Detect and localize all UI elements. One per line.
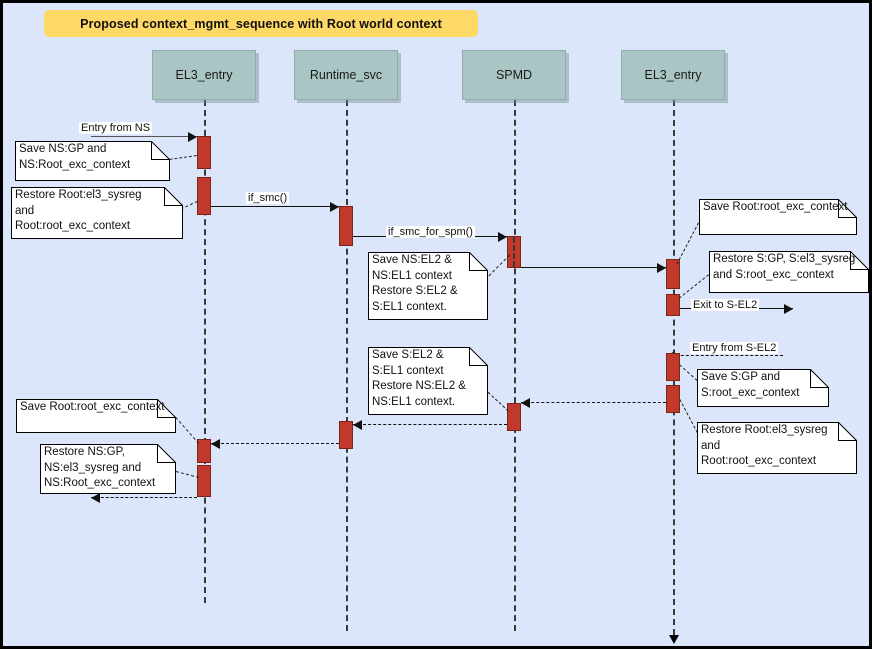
note-shape (699, 199, 857, 235)
note-text: Save S:GP and S:root_exc_context (701, 371, 800, 399)
note-n1: Save NS:GP and NS:Root_exc_context (15, 141, 170, 181)
participant-p2[interactable]: Runtime_svc (294, 50, 398, 100)
note-connector-n5 (678, 274, 709, 299)
message-line-m2 (211, 206, 339, 207)
activation-bar-a3 (339, 206, 353, 246)
note-connector-n10 (175, 471, 199, 478)
lifeline-p1 (204, 100, 206, 603)
note-text: Save NS:EL2 & NS:EL1 context Restore S:E… (372, 254, 458, 313)
activation-bar-a11 (197, 439, 211, 463)
note-shape (11, 187, 183, 239)
note-text: Restore NS:GP, NS:el3_sysreg and NS:Root… (44, 446, 156, 489)
message-arrowhead-icon (657, 263, 666, 273)
activation-bar-a2 (197, 177, 211, 215)
note-text: Restore Root:el3_sysreg and Root:root_ex… (15, 189, 142, 232)
diagram-title-banner: Proposed context_mgmt_sequence with Root… (44, 10, 478, 37)
activation-bar-a9 (507, 403, 521, 431)
note-n4: Save Root:root_exc_context (699, 199, 857, 235)
note-n8: Save S:EL2 & S:EL1 context Restore NS:EL… (368, 347, 488, 415)
note-shape (697, 422, 857, 474)
note-shape (368, 347, 488, 415)
message-line-m10 (91, 497, 197, 498)
activation-bar-a7 (666, 353, 680, 381)
participant-label: SPMD (495, 68, 533, 82)
participant-label: EL3_entry (175, 68, 233, 82)
message-arrowhead-icon (91, 493, 100, 503)
message-label-m3: if_smc_for_spm() (386, 226, 475, 238)
message-arrowhead-icon (211, 439, 220, 449)
participant-p4[interactable]: EL3_entry (621, 50, 725, 100)
message-line-m1 (91, 136, 197, 137)
note-shape (15, 141, 170, 181)
participant-p3[interactable]: SPMD (462, 50, 566, 100)
note-connector-n6 (679, 364, 698, 381)
note-text: Save Root:root_exc_context (20, 401, 165, 413)
activation-bar-a12 (197, 465, 211, 497)
message-label-m2: if_smc() (246, 192, 290, 204)
message-line-m8 (353, 424, 507, 425)
note-n3: Save NS:EL2 & NS:EL1 context Restore S:E… (368, 252, 488, 320)
message-arrowhead-icon (784, 304, 793, 314)
note-shape (40, 444, 176, 494)
participant-label: Runtime_svc (309, 68, 383, 82)
message-arrowhead-icon (188, 132, 197, 142)
message-line-m7 (521, 402, 666, 403)
activation-bar-a1 (197, 136, 211, 169)
note-connector-n9 (175, 417, 199, 444)
note-text: Restore S:GP, S:el3_sysreg and S:root_ex… (713, 253, 856, 281)
note-text: Restore Root:el3_sysreg and Root:root_ex… (701, 424, 828, 467)
note-n7: Restore Root:el3_sysreg and Root:root_ex… (697, 422, 857, 474)
message-label-m1: Entry from NS (79, 122, 153, 134)
lifeline-end-arrow-icon (669, 635, 679, 644)
activation-bar-a6 (666, 294, 680, 316)
note-text: Save Root:root_exc_context (703, 201, 848, 213)
lifeline-p3 (514, 100, 516, 631)
note-n5: Restore S:GP, S:el3_sysreg and S:root_ex… (709, 251, 869, 293)
participant-p1[interactable]: EL3_entry (152, 50, 256, 100)
note-text: Save S:EL2 & S:EL1 context Restore NS:EL… (372, 349, 466, 408)
note-n2: Restore Root:el3_sysreg and Root:root_ex… (11, 187, 183, 239)
message-label-m5: Exit to S-EL2 (691, 299, 760, 311)
note-n6: Save S:GP and S:root_exc_context (697, 369, 829, 407)
activation-bar-a4 (507, 236, 521, 268)
message-line-m6 (666, 355, 783, 356)
note-shape (368, 252, 488, 320)
activation-bar-a10 (339, 421, 353, 449)
activation-bar-a8 (666, 385, 680, 413)
note-shape (697, 369, 829, 407)
note-connector-n4 (676, 222, 699, 265)
message-line-m4 (521, 267, 666, 268)
note-shape (16, 399, 176, 433)
lifeline-p2 (346, 100, 348, 631)
note-shape (709, 251, 869, 293)
message-arrowhead-icon (498, 232, 507, 242)
note-connector-n7 (679, 398, 698, 433)
message-arrowhead-icon (353, 420, 362, 430)
activation-bar-a5 (666, 259, 680, 289)
participant-label: EL3_entry (644, 68, 702, 82)
message-arrowhead-icon (330, 202, 339, 212)
message-arrowhead-icon (521, 398, 530, 408)
page-title: Proposed context_mgmt_sequence with Root… (80, 16, 442, 31)
note-n10: Restore NS:GP, NS:el3_sysreg and NS:Root… (40, 444, 176, 494)
message-label-m6: Entry from S-EL2 (690, 342, 779, 354)
message-line-m9 (211, 443, 339, 444)
note-n9: Save Root:root_exc_context (16, 399, 176, 433)
note-text: Save NS:GP and NS:Root_exc_context (19, 143, 131, 171)
